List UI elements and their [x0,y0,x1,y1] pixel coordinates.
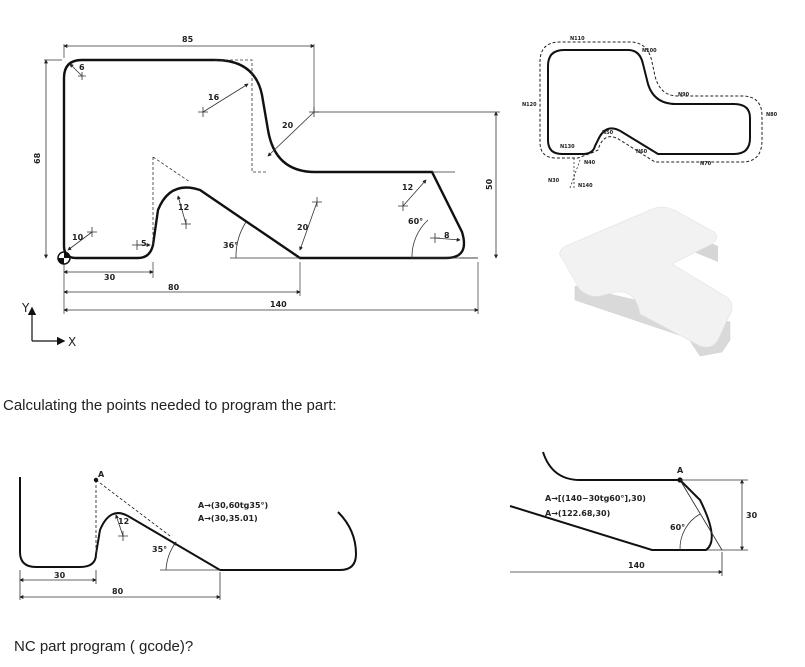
dim-r12: 12 [178,203,189,212]
dim-r5: 5 [141,239,147,248]
toolpath-diagram: N110 N100 N120 N90 N80 N50 N130 N40 N60 … [522,36,778,189]
path-label-n100: N100 [642,48,657,54]
path-label-n50: N50 [602,130,614,136]
calc-left-r12: 12 [118,517,129,526]
section-heading: Calculating the points needed to program… [3,397,337,414]
part-3d-render [559,206,733,357]
path-label-n110: N110 [570,36,585,42]
origin-icon [57,251,71,265]
dim-50: 50 [485,178,494,190]
calc-right-dim-30: 30 [746,511,758,520]
calc-right-line-1: A→[(140−30tg60°],30) [545,494,646,503]
axis-y-label: Y [21,301,30,315]
calc-left-angle-35: 35° [152,545,167,554]
path-label-n40: N40 [584,160,596,166]
dim-85: 85 [182,35,194,44]
question-text: NC part program ( gcode)? [14,638,194,655]
xy-axes-icon [27,306,66,346]
calc-right-diagram: A A→[(140−30tg60°],30) A→(122.68,30) 60°… [509,451,758,576]
dim-r8: 8 [444,231,450,240]
dim-68: 68 [33,152,42,164]
path-label-n130: N130 [560,144,575,150]
calc-right-dim-140: 140 [628,561,645,570]
calc-left-line-2: A→(30,35.01) [198,514,258,523]
dim-30: 30 [104,273,116,282]
main-part-drawing: 85 68 50 30 80 140 [21,35,500,349]
angle-60: 60° [408,217,423,226]
angle-36: 36° [223,241,238,250]
path-label-n60: N60 [636,149,648,155]
dim-r10: 10 [72,233,84,242]
calc-right-line-2: A→(122.68,30) [545,509,610,518]
dim-r20-top: 20 [282,121,294,130]
calc-left-diagram: A 12 35° 30 80 A→(30,60tg35°) A→(30,35.0… [19,470,358,600]
path-label-n90: N90 [678,92,690,98]
path-label-n140: N140 [578,183,593,189]
path-label-n30: N30 [548,178,560,184]
path-label-n70: N70 [700,161,712,167]
dim-r12-right: 12 [402,183,413,192]
dim-r6: 6 [79,63,85,72]
path-label-n80: N80 [766,112,778,118]
part-outline [62,58,466,260]
axis-x-label: X [68,335,76,349]
point-a-marker [93,477,99,483]
calc-right-point-label: A [677,466,684,475]
calc-left-point-label: A [98,470,105,479]
dim-r20-bottom: 20 [297,223,309,232]
path-label-n120: N120 [522,102,537,108]
calc-left-dim-80: 80 [112,587,124,596]
calc-left-line-1: A→(30,60tg35°) [198,501,268,510]
calc-right-angle-60: 60° [670,523,685,532]
dim-80: 80 [168,283,180,292]
calc-left-dim-30: 30 [54,571,66,580]
dim-140: 140 [270,300,287,309]
dim-r16: 16 [208,93,220,102]
